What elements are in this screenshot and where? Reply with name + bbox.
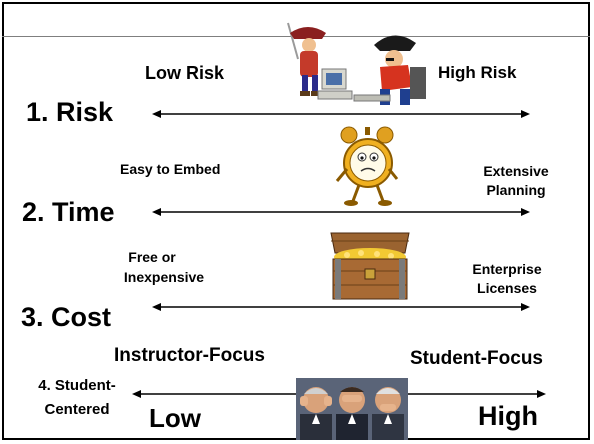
student-heading-line1: 4. Student- [38,377,116,394]
planning-label: Planning [486,182,546,198]
low-label: Low [149,403,201,433]
double-arrow-icon [152,110,530,118]
high-risk-label: High Risk [438,63,517,82]
low-risk-label: Low Risk [145,63,225,83]
cost-scale-arrow [152,301,530,313]
double-arrow-icon [152,303,530,311]
risk-heading: 1. Risk [26,97,114,127]
student-focus-label: Student-Focus [410,348,543,369]
high-label: High [478,401,538,431]
time-scale-arrow [152,206,530,218]
hear-see-speak-no-evil-men-icon [296,378,408,440]
licenses-label: Licenses [477,280,537,296]
student-heading-line2: Centered [44,401,110,418]
time-heading: 2. Time [22,197,115,227]
alarm-clock-character-icon [335,125,401,207]
instructor-focus-label: Instructor-Focus [114,345,265,366]
extensive-label: Extensive [483,163,549,179]
inexpensive-label: Inexpensive [123,269,205,285]
treasure-chest-icon [327,229,413,301]
enterprise-label: Enterprise [472,261,542,277]
easy-to-embed-label: Easy to Embed [120,161,221,177]
risk-scale-arrow [152,108,530,120]
free-or-label: Free or [128,249,176,265]
pirates-at-computer-icon [282,19,428,109]
double-arrow-icon [152,208,530,216]
cost-heading: 3. Cost [21,302,112,332]
